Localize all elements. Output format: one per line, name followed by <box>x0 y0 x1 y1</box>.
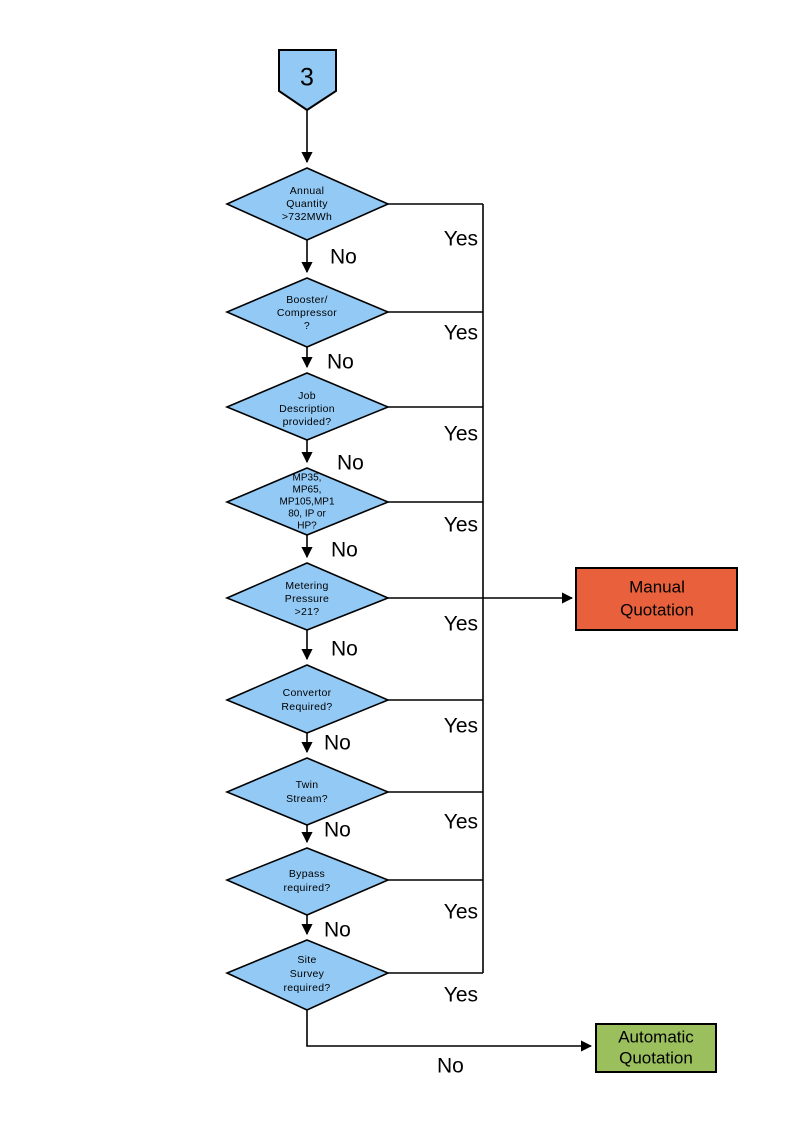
manual-quotation-label-line-1: Manual <box>629 577 685 596</box>
diamond-shape <box>224 277 391 348</box>
branch-label-no-pressure-tier: No <box>331 539 358 562</box>
decision-booster-compressor[interactable]: Booster/ Compressor ? <box>224 277 391 348</box>
connectors <box>301 110 593 1052</box>
decision-label-line-3: MP105,MP1 <box>279 497 334 508</box>
connector-no-to-automatic-quotation <box>306 1010 593 1052</box>
decision-metering-pressure[interactable]: Metering Pressure >21? <box>224 562 391 631</box>
start-node-label: 3 <box>300 64 314 92</box>
diamond-shape <box>225 167 390 241</box>
terminal-manual-quotation[interactable]: Manual Quotation <box>575 567 738 631</box>
decision-label-line-3: provided? <box>283 416 332 428</box>
decision-label-line-1: Booster/ <box>286 294 328 306</box>
manual-quotation-box <box>575 567 738 631</box>
decision-convertor-required[interactable]: Convertor Required? <box>224 664 391 734</box>
decision-label-line-3: ? <box>304 320 310 332</box>
decision-label-line-2: Stream? <box>286 793 328 805</box>
decision-label-line-3: required? <box>283 982 330 994</box>
decision-label-line-1: MP35, <box>293 473 322 484</box>
decision-pressure-tier[interactable]: MP35, MP65, MP105,MP1 80, IP or HP? <box>224 467 391 536</box>
diamond-shape <box>224 847 391 916</box>
diamond-shape <box>224 372 391 441</box>
decision-label-line-1: Annual <box>290 185 325 197</box>
decision-job-description[interactable]: Job Description provided? <box>224 372 391 441</box>
decision-label-line-2: Survey <box>290 968 325 980</box>
decision-label-line-1: Metering <box>285 580 328 592</box>
decision-label-line-1: Site <box>297 954 316 966</box>
decision-label-line-1: Convertor <box>283 687 332 699</box>
branch-label-no-site-survey: No <box>437 1055 464 1078</box>
start-node-3[interactable]: 3 <box>278 49 337 112</box>
decision-label-line-2: required? <box>283 882 330 894</box>
decision-label-line-1: Twin <box>296 779 319 791</box>
decision-twin-stream[interactable]: Twin Stream? <box>224 757 391 826</box>
branch-label-yes-bypass-required: Yes <box>444 901 478 924</box>
branch-label-yes-site-survey: Yes <box>444 984 478 1007</box>
decision-label-line-1: Bypass <box>289 868 325 880</box>
branch-label-yes-pressure-tier: Yes <box>444 514 478 537</box>
diamond-shape <box>224 664 391 734</box>
decision-bypass-required[interactable]: Bypass required? <box>224 847 391 916</box>
branch-label-yes-annual-quantity: Yes <box>444 228 478 251</box>
decision-label-line-2: Quantity <box>286 198 328 210</box>
decision-label-line-2: Compressor <box>277 307 337 319</box>
branch-label-yes-convertor-required: Yes <box>444 715 478 738</box>
decision-site-survey[interactable]: Site Survey required? <box>225 939 391 1011</box>
manual-quotation-label-line-2: Quotation <box>620 600 694 619</box>
branch-label-no-metering-pressure: No <box>331 638 358 661</box>
decision-label-line-2: Description <box>279 403 335 415</box>
decision-label-line-4: 80, IP or <box>288 509 326 520</box>
diamond-shape <box>225 939 391 1011</box>
branch-label-no-job-description: No <box>337 452 364 475</box>
branch-label-no-bypass-required: No <box>324 919 351 942</box>
branch-label-yes-metering-pressure: Yes <box>444 613 478 636</box>
branch-label-yes-booster-compressor: Yes <box>444 322 478 345</box>
decision-label-line-2: Required? <box>281 701 332 713</box>
branch-label-no-booster-compressor: No <box>327 351 354 374</box>
branch-label-no-annual-quantity: No <box>330 246 357 269</box>
automatic-quotation-label-line-2: Quotation <box>619 1048 693 1067</box>
decision-label-line-3: >21? <box>295 606 320 618</box>
decision-label-line-2: Pressure <box>285 593 329 605</box>
branch-label-yes-twin-stream: Yes <box>444 811 478 834</box>
decision-label-line-2: MP65, <box>293 485 322 496</box>
decision-label-line-5: HP? <box>297 521 317 532</box>
automatic-quotation-label-line-1: Automatic <box>618 1027 694 1046</box>
pentagon-down-shape <box>278 49 337 112</box>
diamond-shape <box>224 467 391 536</box>
branch-label-no-convertor-required: No <box>324 732 351 755</box>
terminal-automatic-quotation[interactable]: Automatic Quotation <box>595 1023 717 1073</box>
automatic-quotation-box <box>595 1023 717 1073</box>
decision-label-line-1: Job <box>298 390 316 402</box>
decision-label-line-3: >732MWh <box>282 211 332 223</box>
decision-annual-quantity[interactable]: Annual Quantity >732MWh <box>225 167 390 241</box>
branch-label-yes-job-description: Yes <box>444 423 478 446</box>
branch-label-no-twin-stream: No <box>324 819 351 842</box>
diamond-shape <box>224 562 391 631</box>
diamond-shape <box>224 757 391 826</box>
